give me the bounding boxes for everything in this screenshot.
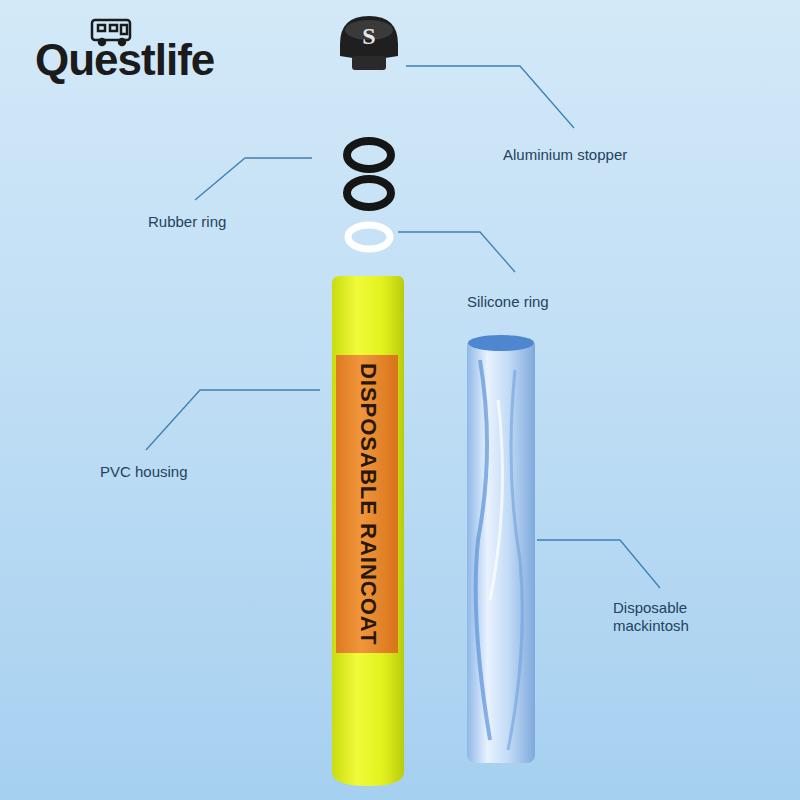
- part-label: Silicone ring: [467, 293, 549, 311]
- pvc-housing: [332, 276, 404, 786]
- part-label: Aluminium stopper: [503, 146, 627, 164]
- brand-logo: Questlife: [35, 34, 214, 87]
- rubber-ring: [347, 141, 391, 169]
- stopper-letter: S: [362, 22, 375, 51]
- printed-band-text: DISPOSABLE RAINCOAT: [354, 363, 380, 646]
- part-label: Disposable mackintosh: [613, 599, 709, 635]
- leader-lines: [146, 66, 660, 588]
- mackintosh-roll: [467, 335, 535, 763]
- part-label: PVC housing: [100, 463, 188, 481]
- silicone-ring: [348, 225, 390, 249]
- part-label: Rubber ring: [148, 213, 226, 231]
- aluminium-stopper: [340, 16, 398, 70]
- rubber-ring: [347, 179, 391, 207]
